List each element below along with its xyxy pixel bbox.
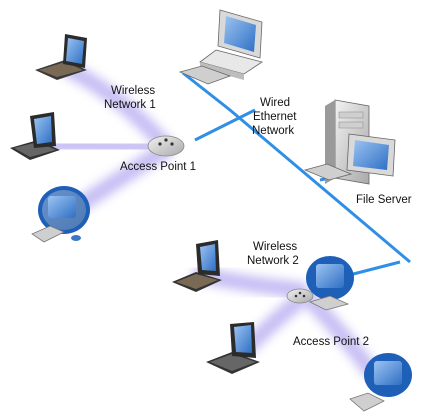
access-point-icon: [286, 288, 314, 304]
label-file-server: File Server: [356, 194, 412, 206]
label-wireless-network-1-line2: Network 1: [104, 99, 156, 111]
wireless-beams: [37, 62, 378, 378]
label-access-point-1: Access Point 1: [120, 161, 196, 173]
label-wired-line1: Wired: [260, 97, 290, 109]
beam-laptop1-ap1: [62, 62, 173, 153]
ethernet-backbone: [182, 71, 411, 264]
laptop-icon: [10, 112, 60, 160]
beam-imac3-ap2: [302, 292, 378, 378]
access-point-icon: [147, 135, 185, 157]
desktop-computer-icon: [178, 9, 263, 85]
laptop-icon: [172, 240, 222, 292]
label-wired-line3: Network: [252, 125, 294, 137]
imac-icon: [31, 186, 90, 243]
beam-imac1-ap1: [72, 142, 173, 213]
beam-laptop2-ap1: [37, 137, 173, 156]
laptop-icon: [206, 322, 260, 374]
label-wireless-network-1-line1: Wireless: [111, 85, 155, 97]
label-access-point-2: Access Point 2: [293, 336, 369, 348]
label-wired-line2: Ethernet: [253, 111, 297, 123]
imac-icon: [306, 256, 354, 311]
file-server-icon: [303, 99, 396, 185]
ethernet-branch-ap1: [194, 108, 256, 142]
label-wireless-network-2-line1: Wireless: [253, 241, 297, 253]
imac-icon: [349, 353, 412, 412]
laptop-icon: [35, 34, 87, 80]
label-wireless-network-2-line2: Network 2: [247, 255, 299, 267]
